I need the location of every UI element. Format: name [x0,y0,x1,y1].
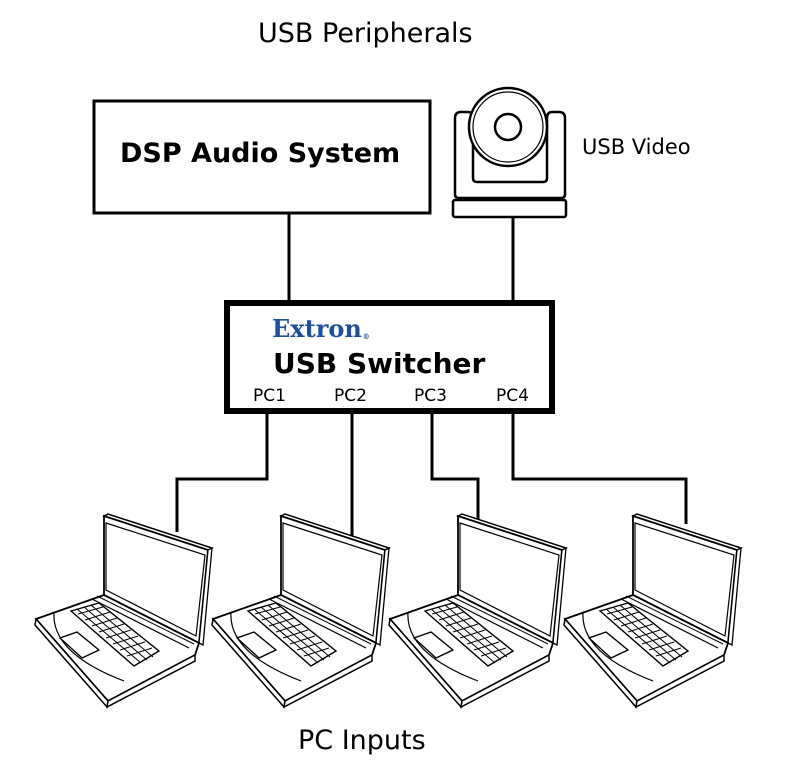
pc4-laptop-icon [563,513,742,708]
pc1-connection-line [175,414,269,532]
pc-inputs-title: PC Inputs [298,725,426,756]
dsp-audio-label: DSP Audio System [120,138,401,169]
port-label-pc3: PC3 [414,386,447,406]
pc1-laptop-icon [34,513,213,708]
pc2-laptop-icon [211,513,390,708]
usb-peripherals-title: USB Peripherals [258,18,473,49]
usb-video-label: USB Video [582,135,691,159]
port-label-pc2: PC2 [334,386,367,406]
usb-switcher-box [224,300,555,414]
registered-mark: ® [362,332,370,341]
dsp-audio-box [92,99,432,215]
pc4-connection-line [511,414,688,524]
port-label-pc1: PC1 [253,386,286,406]
usb-switcher-label: USB Switcher [273,347,486,380]
pc3-connection-line [430,414,480,524]
ptz-camera-icon [451,86,568,219]
extron-brand-text: Extron [272,314,362,343]
port-label-pc4: PC4 [496,386,529,406]
extron-logo: Extron® [272,314,370,343]
pc3-laptop-icon [388,513,567,708]
